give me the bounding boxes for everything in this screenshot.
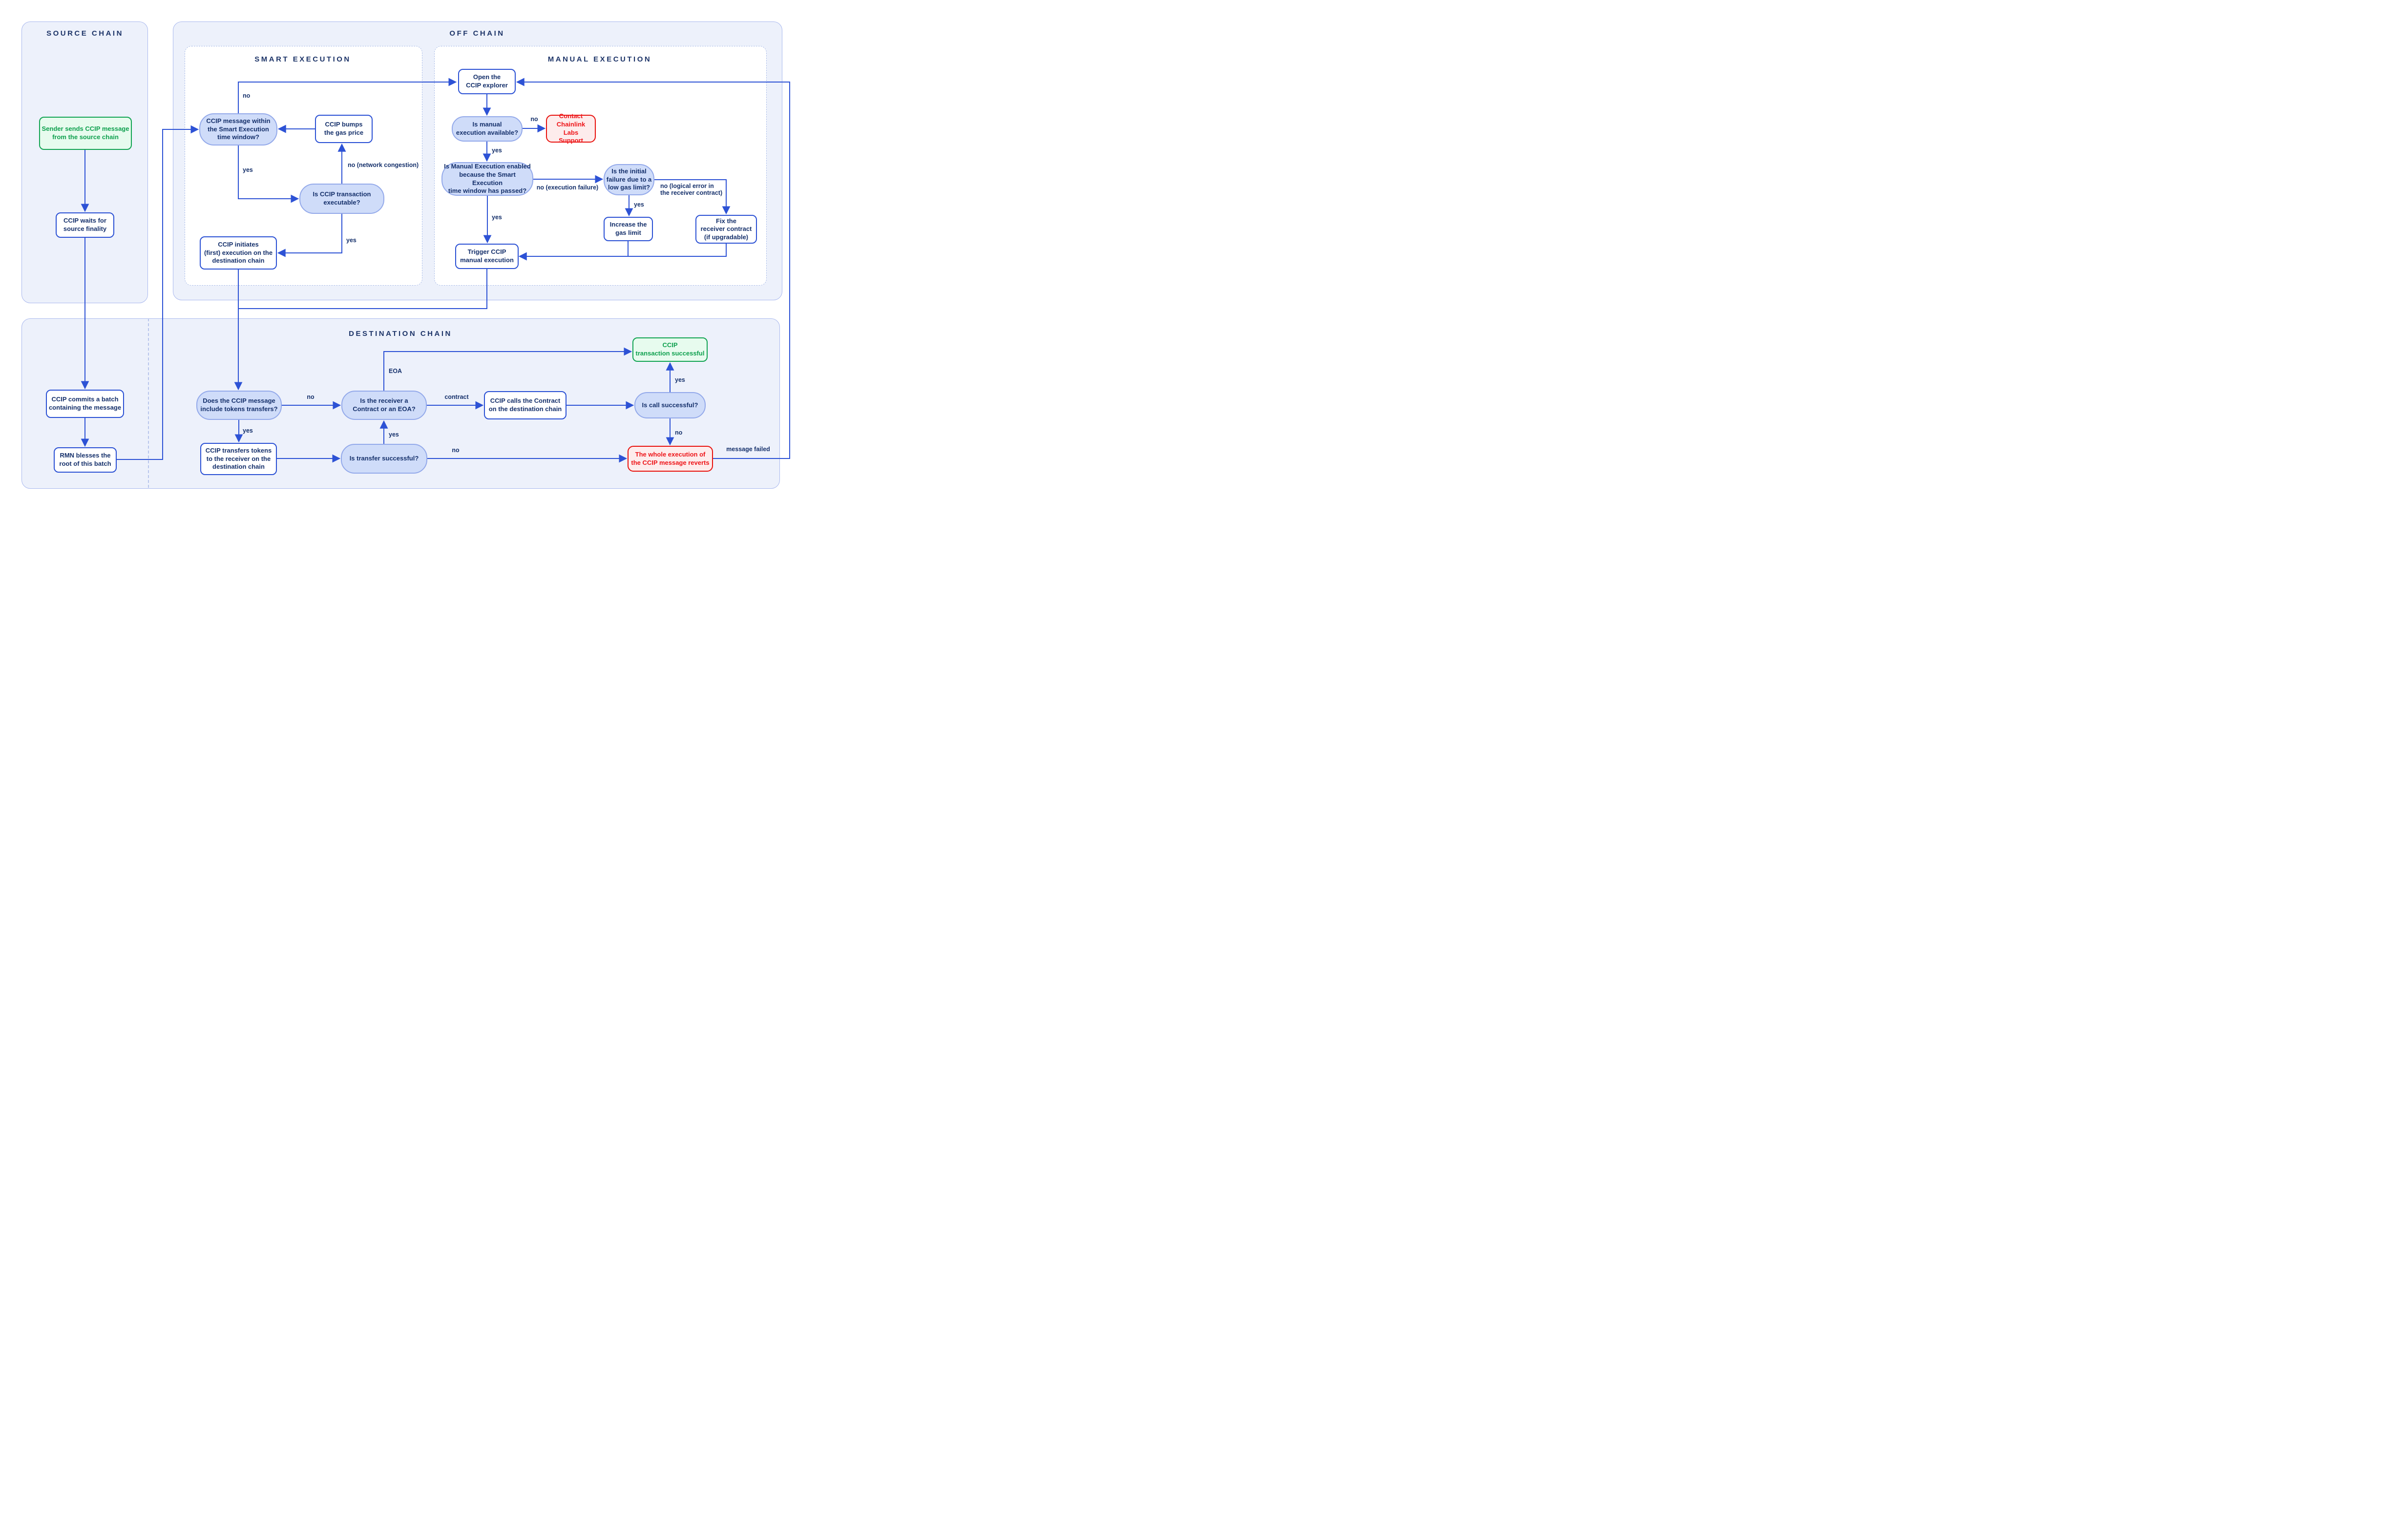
node-is-transfer-successful: Is transfer successful? <box>341 444 427 474</box>
node-contact-chainlink-support: Contact Chainlink Labs Support <box>546 112 596 144</box>
node-includes-token-transfers: Does the CCIP message include tokens tra… <box>196 391 282 420</box>
node-ccip-initiates-execution: CCIP initiates (first) execution on the … <box>200 236 277 270</box>
edge-label-gaslimit-yes: yes <box>634 201 644 208</box>
node-ccip-waits-finality: CCIP waits for source finality <box>56 212 114 238</box>
destination-chain-title: DESTINATION CHAIN <box>349 330 452 338</box>
edge-label-tokens-yes: yes <box>243 427 253 434</box>
node-receiver-contract-or-eoa: Is the receiver a Contract or an EOA? <box>341 391 427 420</box>
edge-label-call-no: no <box>675 429 683 436</box>
edge-label-window-no: no <box>243 92 251 99</box>
node-ccip-transfers-tokens: CCIP transfers tokens to the receiver on… <box>200 443 277 475</box>
edge-label-network-congestion: no (network congestion) <box>348 162 419 168</box>
node-manual-execution-available: Is manual execution available? <box>452 116 523 142</box>
node-within-time-window: CCIP message within the Smart Execution … <box>199 113 277 146</box>
node-manual-execution-enabled: Is Manual Execution enabled because the … <box>441 162 533 196</box>
node-transaction-executable: Is CCIP transaction executable? <box>299 184 384 214</box>
edge-label-call-yes: yes <box>675 376 685 383</box>
node-ccip-calls-contract: CCIP calls the Contract on the destinati… <box>484 391 566 419</box>
node-transaction-successful: CCIP transaction successful <box>632 337 708 362</box>
off-chain-title: OFF CHAIN <box>449 29 505 38</box>
source-chain-title: SOURCE CHAIN <box>46 29 124 38</box>
smart-execution-title: SMART EXECUTION <box>254 55 351 63</box>
node-ccip-commits-batch: CCIP commits a batch containing the mess… <box>46 390 124 418</box>
edge-label-enabled-yes: yes <box>492 214 502 221</box>
edge-label-available-yes: yes <box>492 147 502 154</box>
edge-label-transfer-yes: yes <box>389 431 399 438</box>
node-increase-gas-limit: Increase the gas limit <box>604 217 653 241</box>
edge-label-execution-failure: no (execution failure) <box>536 184 599 191</box>
connector-lines <box>81 78 790 463</box>
edge-label-eoa: EOA <box>389 368 402 375</box>
ccip-flowchart: SOURCE CHAIN OFF CHAIN SMART EXECUTION M… <box>0 0 797 513</box>
edge-label-available-no: no <box>530 116 538 123</box>
manual-execution-title: MANUAL EXECUTION <box>547 55 652 63</box>
node-sender-sends-message: Sender sends CCIP message from the sourc… <box>39 117 132 150</box>
edge-label-transfer-no: no <box>452 447 460 454</box>
node-open-ccip-explorer: Open the CCIP explorer <box>458 69 516 94</box>
node-failure-low-gas-limit: Is the initial failure due to a low gas … <box>604 164 654 195</box>
edge-label-logical-error: no (logical error in the receiver contra… <box>660 183 723 196</box>
edge-label-contract: contract <box>444 394 469 400</box>
node-rmn-blesses-root: RMN blesses the root of this batch <box>54 447 117 473</box>
edge-label-message-failed: message failed <box>726 446 770 453</box>
node-execution-reverts: The whole execution of the CCIP message … <box>628 446 713 472</box>
edge-label-tokens-no: no <box>307 394 315 400</box>
node-fix-receiver-contract: Fix the receiver contract (if upgradable… <box>695 215 757 244</box>
edge-label-executable-yes: yes <box>346 237 357 244</box>
node-is-call-successful: Is call successful? <box>634 392 706 418</box>
node-ccip-bumps-gas-price: CCIP bumps the gas price <box>315 115 373 143</box>
destination-chain-divider <box>148 318 149 488</box>
node-trigger-manual-execution: Trigger CCIP manual execution <box>455 244 519 269</box>
edge-label-window-yes: yes <box>243 166 253 173</box>
